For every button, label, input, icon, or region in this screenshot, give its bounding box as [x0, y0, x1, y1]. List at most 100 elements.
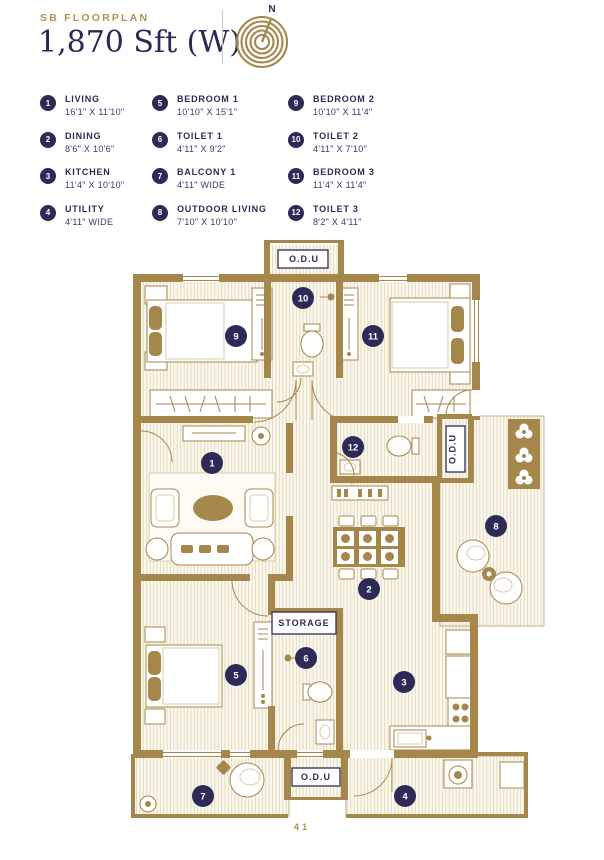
legend-number-badge: 11 [288, 168, 304, 184]
legend-number-badge: 3 [40, 168, 56, 184]
compass-north-label: N [268, 4, 275, 15]
legend-room-dims: 7'10" X 10'10" [177, 216, 238, 227]
legend-number-badge: 7 [152, 168, 168, 184]
storage-label: STORAGE [271, 611, 337, 635]
toilet2-fixtures [292, 293, 335, 377]
legend-room-name: BEDROOM 3 [313, 167, 375, 177]
legend-number-badge: 6 [152, 131, 168, 148]
legend-room-name: OUTDOOR LIVING [177, 203, 267, 214]
legend-number-badge: 8 [152, 204, 168, 221]
svg-text:9: 9 [233, 332, 238, 343]
utility-floor [345, 755, 527, 817]
legend-item-toilet1: 6 TOILET 1 4'11" X 9'2" [152, 131, 288, 168]
legend-room-name: TOILET 2 [313, 130, 359, 141]
window-bedroom1-bottom [163, 750, 221, 758]
legend-item-bedroom3: 11 BEDROOM 3 11'4" X 11'4" [288, 167, 448, 204]
odu-right-label: O.D.U [445, 425, 466, 473]
legend-room-dims: 4'11" X 7'10" [313, 143, 368, 154]
legend-room-name: TOILET 1 [177, 130, 223, 141]
svg-text:5: 5 [233, 671, 239, 682]
window-bedroom3-right [472, 300, 480, 362]
marker-toilet2: 10 [292, 287, 314, 309]
legend-number-badge: 9 [288, 95, 304, 111]
window-bedroom1-bottom2 [230, 750, 250, 758]
bed-bedroom2 [144, 285, 258, 371]
legend-number-badge: 2 [40, 131, 56, 148]
legend-room-dims: 16'1" X 11'10" [65, 107, 125, 117]
compass-rings [235, 15, 289, 69]
legend-room-dims: 8'2" X 4'11" [313, 216, 362, 227]
legend-number-badge: 5 [152, 95, 168, 111]
bed-bedroom3 [389, 283, 471, 385]
svg-text:3: 3 [401, 678, 406, 689]
legend-item-toilet2: 10 TOILET 2 4'11" X 7'10" [288, 131, 448, 168]
marker-toilet1: 6 [295, 647, 317, 669]
door-gap-utility [350, 750, 394, 758]
svg-text:4: 4 [402, 792, 408, 803]
compass-needle [260, 18, 273, 43]
legend-room-dims: 4'11" WIDE [65, 216, 114, 227]
legend-item-bedroom1: 5 BEDROOM 1 10'10" X 15'1" [152, 94, 288, 131]
legend-number-badge: 4 [40, 204, 56, 221]
furniture-layer [139, 283, 540, 813]
window-toilet1-bottom [297, 750, 323, 758]
legend-number-badge: 10 [288, 131, 304, 148]
plan-labels: O.D.U O.D.U O.D.U STORAGE [271, 249, 466, 787]
svg-text:2: 2 [366, 585, 371, 596]
legend-room-name: BALCONY 1 [177, 167, 237, 177]
legend-number-badge: 1 [40, 95, 56, 111]
marker-outdoor-living: 8 [485, 515, 507, 537]
odu-right-text: O.D.U [448, 434, 458, 464]
legend-room-dims: 4'11" X 9'2" [177, 143, 226, 154]
svg-text:6: 6 [303, 654, 308, 665]
living-furniture [145, 425, 276, 566]
closet-bedroom3 [411, 389, 471, 419]
marker-bedroom2: 9 [225, 325, 247, 347]
door-gap-bedroom3 [398, 416, 424, 423]
marker-toilet3: 12 [342, 436, 364, 458]
page-eyebrow: SB FLOORPLAN [40, 12, 150, 24]
svg-text:12: 12 [348, 443, 359, 454]
dining-furniture [331, 485, 405, 580]
legend-room-name: TOILET 3 [313, 203, 359, 214]
marker-utility: 4 [394, 785, 416, 807]
svg-text:11: 11 [368, 332, 379, 343]
utility-fixtures [443, 759, 525, 789]
room-markers: 1 2 3 4 5 6 7 8 9 10 11 12 [192, 287, 507, 807]
odu-top-label: O.D.U [277, 249, 329, 269]
bed-bedroom1 [144, 626, 223, 725]
marker-dining: 2 [358, 578, 380, 600]
wardrobe-bedroom1 [253, 621, 273, 709]
page-number: 41 [293, 822, 311, 833]
door-gap-outdoor [472, 390, 480, 416]
legend-room-dims: 11'4" X 11'4" [313, 180, 367, 190]
svg-text:1: 1 [209, 459, 215, 470]
storage-text: STORAGE [278, 618, 329, 628]
marker-kitchen: 3 [393, 671, 415, 693]
svg-text:10: 10 [298, 294, 309, 305]
closet-bedroom2 [149, 389, 273, 419]
legend-room-dims: 8'6" X 10'6" [65, 143, 115, 154]
odu-top-text: O.D.U [289, 254, 319, 264]
window-bedroom3-top [379, 274, 407, 282]
windows [163, 274, 480, 758]
compass-icon: N [235, 4, 289, 69]
svg-text:7: 7 [200, 792, 205, 803]
marker-bedroom1: 5 [225, 664, 247, 686]
svg-text:8: 8 [493, 522, 498, 533]
header-divider [222, 10, 223, 64]
page-title: 1,870 Sft (W) [38, 25, 241, 60]
balcony-floor [132, 755, 290, 817]
legend-room-dims: 10'10" X 15'1" [177, 107, 238, 117]
legend-room-name: BEDROOM 2 [313, 94, 375, 104]
legend-item-outdoor-living: 8 OUTDOOR LIVING 7'10" X 10'10" [152, 204, 288, 241]
legend-room-dims: 11'4" X 10'10" [65, 180, 125, 190]
outdoor-furniture [456, 419, 540, 605]
legend-room-name: BEDROOM 1 [177, 94, 239, 104]
